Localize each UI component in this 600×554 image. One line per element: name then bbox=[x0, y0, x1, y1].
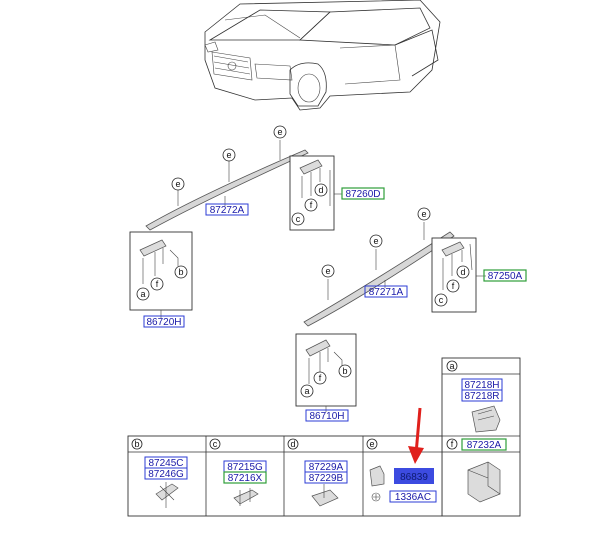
cell-d-part-image bbox=[311, 484, 339, 507]
svg-text:c: c bbox=[213, 439, 218, 449]
cell-b-part-image bbox=[155, 482, 179, 508]
svg-text:b: b bbox=[178, 267, 183, 277]
svg-text:e: e bbox=[325, 266, 330, 276]
roof-rail-right bbox=[303, 222, 455, 327]
cell-f-part-1[interactable]: 87232A bbox=[461, 438, 507, 451]
svg-text:f: f bbox=[451, 439, 454, 449]
part-label-87260D[interactable]: 87260D bbox=[341, 187, 385, 200]
cell-b-part-1[interactable]: 87245C bbox=[144, 456, 188, 469]
svg-text:d: d bbox=[318, 185, 323, 195]
callout-e-rail-right-1: e bbox=[417, 207, 431, 221]
svg-text:86839: 86839 bbox=[400, 472, 428, 483]
svg-text:87218R: 87218R bbox=[464, 391, 499, 402]
part-label-86710H[interactable]: 86710H bbox=[305, 409, 349, 422]
cell-c-part-image bbox=[233, 488, 259, 506]
cell-f-part-image bbox=[467, 461, 501, 503]
callout-a-right-rear: a bbox=[300, 384, 314, 398]
svg-text:e: e bbox=[369, 439, 374, 449]
cell-a-part-1[interactable]: 87218H bbox=[461, 378, 503, 391]
svg-text:87229A: 87229A bbox=[309, 462, 344, 473]
svg-text:f: f bbox=[310, 200, 313, 210]
svg-text:d: d bbox=[290, 439, 295, 449]
cell-e-part-2[interactable]: 1336AC bbox=[389, 490, 437, 503]
svg-text:e: e bbox=[421, 209, 426, 219]
part-label-87250A[interactable]: 87250A bbox=[483, 269, 527, 282]
callout-e-rail-right-2: e bbox=[369, 234, 383, 248]
table-header-e: e bbox=[366, 438, 378, 450]
svg-text:87216X: 87216X bbox=[228, 473, 263, 484]
cell-a-part-image bbox=[471, 405, 501, 433]
svg-text:a: a bbox=[304, 386, 309, 396]
svg-text:87245C: 87245C bbox=[148, 458, 183, 469]
callout-e-rail-left-2: e bbox=[222, 148, 236, 162]
callout-b-left-rear: b bbox=[174, 265, 188, 279]
callout-b-right-rear: b bbox=[338, 364, 352, 378]
callout-f-right-front: f bbox=[446, 279, 460, 293]
part-label-87271A[interactable]: 87271A bbox=[364, 285, 408, 298]
cell-c-part-1[interactable]: 87215G bbox=[223, 460, 267, 473]
svg-text:b: b bbox=[134, 439, 139, 449]
svg-text:86720H: 86720H bbox=[146, 317, 181, 328]
table-header-d: d bbox=[287, 438, 299, 450]
callout-f-right-rear: f bbox=[313, 371, 327, 385]
roof-rail-left bbox=[145, 140, 309, 231]
table-header-f: f bbox=[446, 438, 458, 450]
table-header-a: a bbox=[446, 360, 458, 372]
svg-text:e: e bbox=[175, 179, 180, 189]
svg-text:d: d bbox=[460, 267, 465, 277]
svg-text:1336AC: 1336AC bbox=[395, 492, 431, 503]
callout-c-left-front: c bbox=[291, 212, 305, 226]
cap-group-left-front bbox=[289, 155, 342, 231]
svg-text:e: e bbox=[277, 127, 282, 137]
svg-text:87215G: 87215G bbox=[227, 462, 263, 473]
svg-text:f: f bbox=[319, 373, 322, 383]
cell-e-part-1-highlight[interactable]: 86839 bbox=[394, 468, 434, 484]
table-header-c: c bbox=[209, 438, 221, 450]
svg-text:87246G: 87246G bbox=[148, 469, 184, 480]
svg-text:f: f bbox=[452, 281, 455, 291]
svg-text:87218H: 87218H bbox=[464, 380, 499, 391]
red-arrow-icon bbox=[408, 407, 424, 464]
svg-text:87232A: 87232A bbox=[467, 440, 502, 451]
cell-e-part-image bbox=[369, 465, 385, 487]
svg-text:87271A: 87271A bbox=[369, 287, 404, 298]
cell-b-part-2[interactable]: 87246G bbox=[144, 467, 188, 480]
callout-f-left-rear: f bbox=[150, 277, 164, 291]
part-label-86720H[interactable]: 86720H bbox=[143, 315, 185, 328]
callout-d-right-front: d bbox=[456, 265, 470, 279]
callout-e-rail-left-3: e bbox=[171, 177, 185, 191]
svg-text:b: b bbox=[342, 366, 347, 376]
callout-e-rail-right-3: e bbox=[321, 264, 335, 278]
svg-text:a: a bbox=[449, 361, 454, 371]
svg-text:87250A: 87250A bbox=[488, 271, 523, 282]
svg-text:e: e bbox=[226, 150, 231, 160]
part-label-87272A[interactable]: 87272A bbox=[205, 203, 249, 216]
callout-a-left-rear: a bbox=[136, 287, 150, 301]
cell-d-part-1[interactable]: 87229A bbox=[304, 460, 348, 473]
svg-text:f: f bbox=[156, 279, 159, 289]
svg-text:a: a bbox=[140, 289, 145, 299]
cell-e-clip-icon bbox=[371, 492, 381, 502]
cap-group-right-front bbox=[431, 237, 486, 313]
svg-text:87272A: 87272A bbox=[210, 205, 245, 216]
callout-e-rail-left-1: e bbox=[273, 125, 287, 139]
callout-f-left-front: f bbox=[304, 198, 318, 212]
svg-text:c: c bbox=[296, 214, 301, 224]
svg-text:87229B: 87229B bbox=[309, 473, 344, 484]
table-header-b: b bbox=[131, 438, 143, 450]
svg-text:e: e bbox=[373, 236, 378, 246]
cell-c-part-2[interactable]: 87216X bbox=[223, 471, 267, 484]
callout-d-left-front: d bbox=[314, 183, 328, 197]
svg-text:87260D: 87260D bbox=[345, 189, 380, 200]
cell-a-part-2[interactable]: 87218R bbox=[461, 389, 503, 402]
vehicle-illustration bbox=[204, 0, 441, 111]
cell-d-part-2[interactable]: 87229B bbox=[304, 471, 348, 484]
svg-text:86710H: 86710H bbox=[309, 411, 344, 422]
callout-c-right-front: c bbox=[434, 293, 448, 307]
svg-text:c: c bbox=[439, 295, 444, 305]
